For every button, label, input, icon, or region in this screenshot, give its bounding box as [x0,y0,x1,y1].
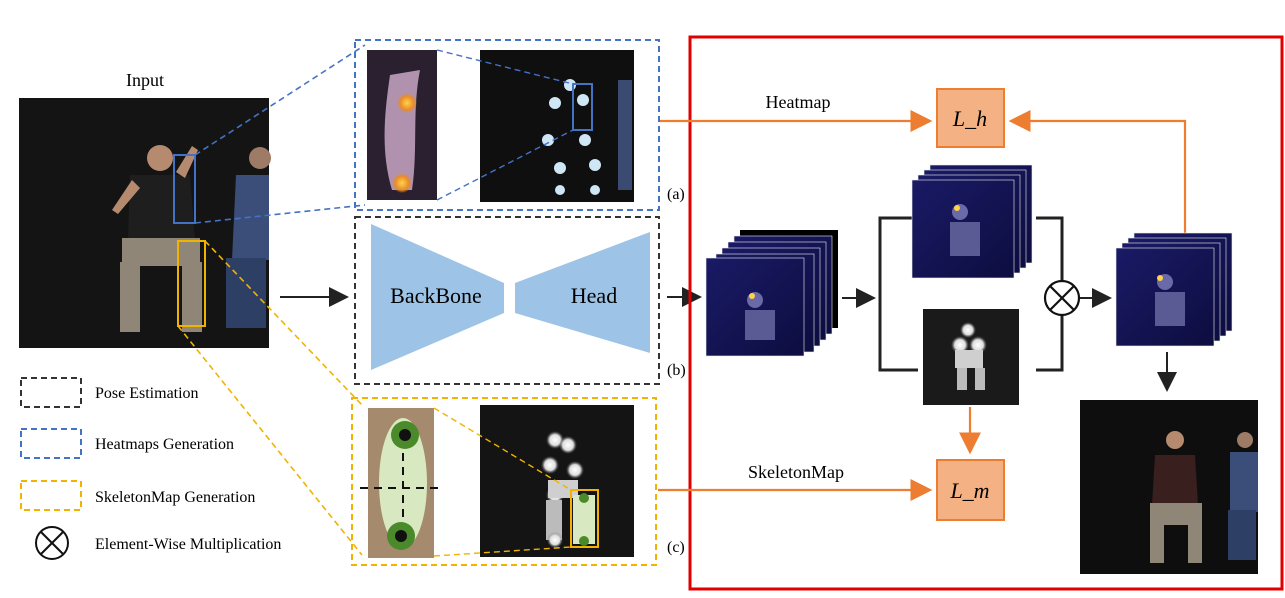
loss-region-frame [688,35,1284,591]
skeleton-mask-image [923,309,1019,405]
head-trapezoid [515,232,650,353]
input-image [19,98,271,348]
legend-pose-swatch [20,377,82,408]
pose-estimation-box [354,216,660,385]
heatmap-loss-box [936,88,1005,148]
legend: Pose Estimation Heatmaps Generation Skel… [20,377,281,560]
limb-skeleton-image [360,408,440,558]
legend-heatmap-label: Heatmaps Generation [95,436,234,453]
legend-multiply-label: Element-Wise Multiplication [95,536,281,553]
split-bracket [878,216,918,372]
element-wise-multiply-icon [1043,279,1081,317]
multiply-icon [35,526,69,560]
backbone-trapezoid [371,224,504,370]
feature-map-stack [705,230,838,357]
heatmaps-box [354,39,660,211]
legend-skeleton-label: SkeletonMap Generation [95,489,255,506]
input-label: Input [126,70,164,90]
result-image [1080,400,1258,574]
output-to-heatmap-loss-arrow [1008,110,1187,233]
skeleton-zoom-lines [433,407,572,557]
legend-heatmap-swatch [20,428,82,459]
skeleton-projection-lines [177,240,363,556]
pose-keypoints-image [480,50,634,202]
heatmap-zoom-lines [436,49,574,201]
output-feature-stack [1115,232,1233,347]
heatmap-stack [911,164,1033,279]
skeletonmap-label: SkeletonMap [748,462,844,482]
arm-heatmap-image [367,50,437,200]
branch-c-label: (c) [667,539,685,556]
heatmap-loss-label: L_h [952,106,987,131]
heatmap-projection-lines [194,44,366,224]
legend-skeleton-swatch [20,480,82,511]
skeleton-loss-label: L_m [949,478,989,503]
backbone-label: BackBone [390,283,482,308]
branch-b-label: (b) [667,362,686,379]
branch-a-label: (a) [667,186,685,203]
legend-pose-label: Pose Estimation [95,385,199,402]
skeletonmap-box [351,397,657,566]
head-label: Head [571,283,617,308]
skeleton-loss-box [936,459,1005,521]
heatmap-label: Heatmap [766,92,831,112]
